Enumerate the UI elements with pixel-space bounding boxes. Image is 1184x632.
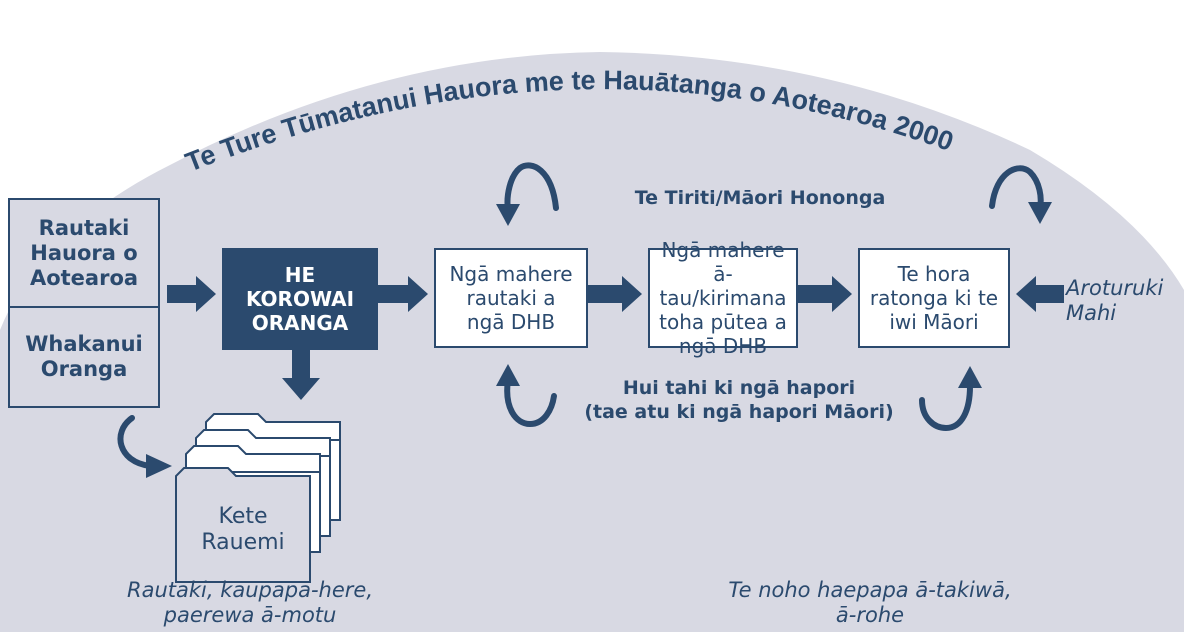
curved-arrow-bottom-right-head: [958, 366, 982, 388]
label-hui-tahi: Hui tahi ki ngā hapori (tae atu ki ngā h…: [584, 377, 894, 423]
label-tiriti: Te Tiriti/Māori Hononga: [634, 187, 886, 209]
curved-arrow-top-right: [989, 165, 1044, 211]
curved-arrow-bottom-left-head: [496, 364, 520, 386]
folder-label-kete-rauemi: Kete Rauemi: [201, 504, 285, 555]
curved-arrow-bottom-right: [919, 383, 973, 432]
folder-stack: [175, 413, 341, 583]
box-rautaki-hauora: Rautaki Hauora o Aotearoa: [8, 198, 160, 308]
box-nga-mahere-rautaki: Ngā mahere rautaki a ngā DHB: [434, 248, 588, 348]
curved-arrow-top-left: [504, 162, 559, 213]
box-te-hora-ratonga: Te hora ratonga ki te iwi Māori: [858, 248, 1010, 348]
label-noho-haepapa: Te noho haepapa ā-takiwā, ā-rohe: [728, 578, 1012, 627]
curved-arrow-top-right-head: [1028, 202, 1052, 224]
folder-front: [175, 467, 311, 583]
curved-arrow-bottom-left: [504, 377, 557, 428]
arrow-right-3: [588, 276, 642, 312]
arrow-left-aroturuki: [1016, 276, 1064, 312]
curved-arrow-top-left-head: [496, 204, 520, 226]
curved-arrow-kete-head: [146, 454, 172, 478]
box-nga-mahere-atau: Ngā mahere ā-tau/kirimana toha pūtea a n…: [648, 238, 798, 358]
folder-back-3: [185, 445, 321, 473]
arrow-right-4: [797, 276, 852, 312]
arrow-right-2: [378, 276, 428, 312]
label-aroturuki: Aroturuki Mahi: [1066, 276, 1164, 325]
label-rautaki-kaupapa: Rautaki, kaupapa-here, paerewa ā-motu: [127, 578, 373, 627]
arrow-right-1: [167, 276, 216, 312]
box-he-korowai-oranga: HE KOROWAI ORANGA: [222, 248, 378, 350]
arrow-down-korowai: [282, 350, 320, 400]
box-whakanui-oranga: Whakanui Oranga: [8, 306, 160, 408]
curved-arrow-kete: [117, 415, 153, 469]
